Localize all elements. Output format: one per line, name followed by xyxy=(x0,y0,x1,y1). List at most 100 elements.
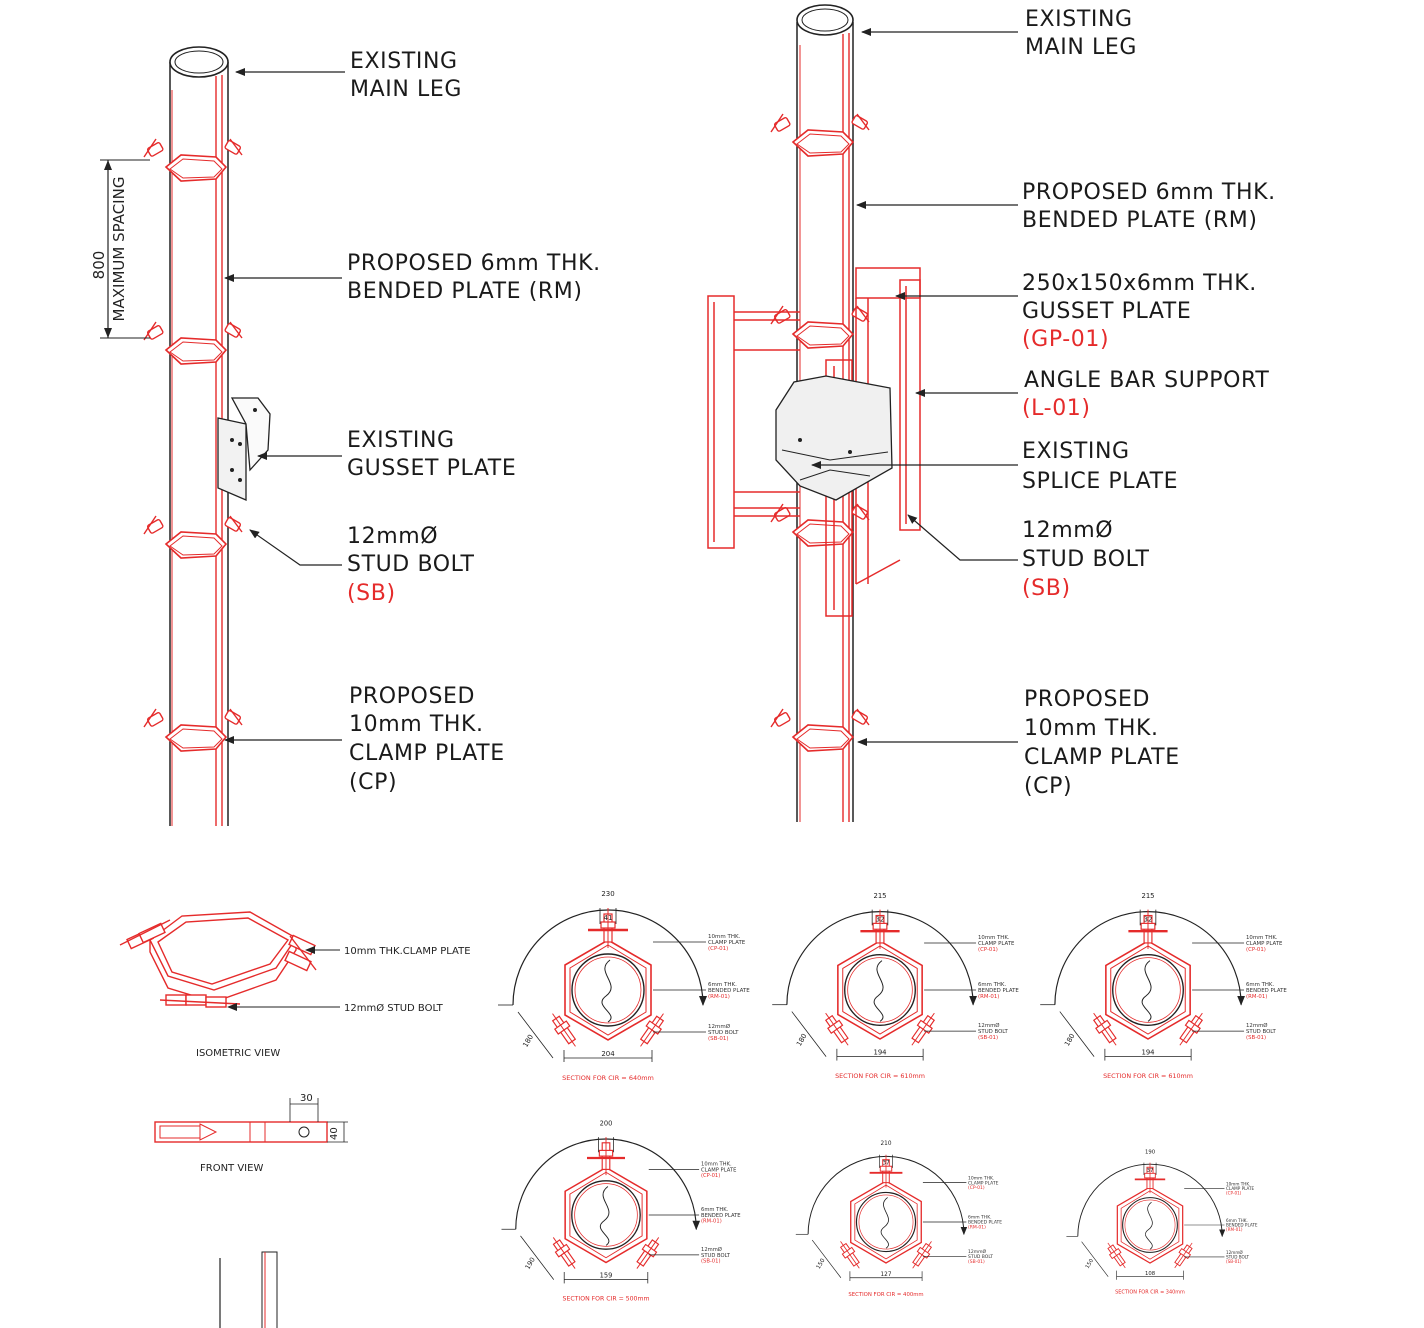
section-callout-text: 6mm THK. xyxy=(1226,1218,1248,1223)
section-callout-text: 12mmØ xyxy=(1226,1250,1243,1255)
section-callout-text: BENDED PLATE xyxy=(978,988,1019,994)
section-callout-text: 10mm THK. xyxy=(1246,935,1278,941)
left-gusset-label-1: EXISTING xyxy=(347,428,455,453)
left-stud-label-2: STUD BOLT xyxy=(347,552,475,577)
section-callout-text: (RM-01) xyxy=(968,1225,986,1231)
left-stud-code: (SB) xyxy=(347,581,396,606)
section-callout-text: 12mmØ xyxy=(701,1246,722,1253)
section-side-dim: 150 xyxy=(1085,1258,1096,1270)
section-callout-text: BENDED PLATE xyxy=(1246,988,1287,994)
section-caption: SECTION FOR CIR = 610mm xyxy=(1103,1072,1193,1080)
section-bottom-dim: 127 xyxy=(881,1272,892,1278)
section-callout-text: 6mm THK. xyxy=(978,982,1006,988)
section-bottom-dim: 108 xyxy=(1145,1271,1156,1277)
right-bended-plate-label-2: BENDED PLATE (RM) xyxy=(1022,208,1258,233)
section-callout-text: (SB-01) xyxy=(978,1035,998,1041)
section-callout-text: CLAMP PLATE xyxy=(968,1180,999,1186)
section-top-dim: 230 xyxy=(601,890,614,898)
section-callout-text: STUD BOLT xyxy=(701,1253,731,1259)
right-splice-plate xyxy=(775,375,893,501)
left-bended-plate-label-2: BENDED PLATE (RM) xyxy=(347,279,583,304)
section-callout-text: (CP-01) xyxy=(701,1173,720,1179)
section-callout-text: (CP-01) xyxy=(978,947,998,953)
section-callout-text: (SB-01) xyxy=(701,1259,721,1265)
section-caption: SECTION FOR CIR = 340mm xyxy=(1115,1289,1185,1295)
left-clamp-label-3: CLAMP PLATE xyxy=(349,741,505,766)
right-splice-label-1: EXISTING xyxy=(1022,439,1130,464)
right-angle-frame-left xyxy=(707,295,800,549)
left-stud-label-1: 12mmØ xyxy=(347,524,438,549)
section-top-dim: 210 xyxy=(881,1141,892,1147)
section-callout-text: BENDED PLATE xyxy=(708,988,750,994)
left-gusset-plate xyxy=(217,417,247,501)
section-side-dim: 150 xyxy=(816,1258,827,1271)
section-callout-text: (CP-01) xyxy=(708,946,728,952)
partial-elevation xyxy=(219,1251,278,1328)
section-top-dim: 215 xyxy=(1141,892,1154,900)
right-clamp-label-4: (CP) xyxy=(1024,774,1072,799)
left-gusset-label-2: GUSSET PLATE xyxy=(347,456,516,481)
right-stud-label-2: STUD BOLT xyxy=(1022,547,1150,572)
section-callout-text: (SB-01) xyxy=(968,1259,985,1265)
front-view: 30 40 FRONT VIEW xyxy=(154,1093,348,1174)
left-clamp-label-2: 10mm THK. xyxy=(349,712,484,737)
section-caption: SECTION FOR CIR = 610mm xyxy=(835,1072,925,1080)
spacing-label: MAXIMUM SPACING xyxy=(110,177,128,322)
right-stud-label-1: 12mmØ xyxy=(1022,518,1113,543)
right-clamp-label-1: PROPOSED xyxy=(1024,687,1150,712)
section-callout-text: STUD BOLT xyxy=(978,1029,1009,1035)
section-callout-text: (RM-01) xyxy=(1226,1227,1243,1232)
section-callout-text: (SB-01) xyxy=(1246,1035,1266,1041)
section-callout-text: (RM-01) xyxy=(978,994,999,1000)
section-callout-text: BENDED PLATE xyxy=(1226,1223,1258,1228)
section-center-dim: 37 xyxy=(1147,1168,1154,1174)
right-gusset-label-2: GUSSET PLATE xyxy=(1022,299,1191,324)
section-callout-text: CLAMP PLATE xyxy=(1226,1186,1255,1191)
section-callout-text: 10mm THK. xyxy=(968,1175,994,1181)
section-callout-text: (RM-01) xyxy=(708,994,730,1000)
section-callout-text: 6mm THK. xyxy=(708,982,737,988)
left-clamp-label-1: PROPOSED xyxy=(349,684,475,709)
section-bottom-dim: 159 xyxy=(600,1272,613,1280)
right-clamp-label-2: 10mm THK. xyxy=(1024,716,1159,741)
section-callout-text: 10mm THK. xyxy=(978,935,1010,941)
front-dim-width: 30 xyxy=(300,1093,313,1104)
right-gusset-label-1: 250x150x6mm THK. xyxy=(1022,271,1257,296)
section-center-dim: 32 xyxy=(1144,915,1153,923)
section-top-dim: 215 xyxy=(873,892,886,900)
section-side-dim: 180 xyxy=(521,1033,535,1049)
right-gusset-code: (GP-01) xyxy=(1022,327,1109,352)
section-callout-text: (CP-01) xyxy=(968,1185,985,1191)
iso-caption: ISOMETRIC VIEW xyxy=(196,1048,280,1059)
left-elevation: 800 MAXIMUM SPACING EXISTING MAIN LEG PR… xyxy=(90,46,601,826)
section-callout-text: 12mmØ xyxy=(968,1248,986,1255)
front-caption: FRONT VIEW xyxy=(200,1163,263,1174)
left-bended-plate-label-1: PROPOSED 6mm THK. xyxy=(347,251,601,276)
isometric-view: 10mm THK.CLAMP PLATE 12mmØ STUD BOLT ISO… xyxy=(119,911,471,1059)
section-callout-text: 12mmØ xyxy=(708,1023,731,1030)
section-callout-text: 10mm THK. xyxy=(1226,1181,1250,1186)
section-callout-text: 10mm THK. xyxy=(708,934,741,940)
right-stud-code: (SB) xyxy=(1022,576,1071,601)
section-center-dim: 41 xyxy=(604,914,613,922)
section-callout-text: BENDED PLATE xyxy=(701,1213,741,1219)
iso-clamp-label: 10mm THK.CLAMP PLATE xyxy=(344,946,471,957)
front-dim-height: 40 xyxy=(329,1127,340,1140)
left-spacing-dimension: 800 MAXIMUM SPACING xyxy=(90,159,150,339)
spacing-value: 800 xyxy=(90,251,108,280)
section-callout-text: 10mm THK. xyxy=(701,1162,732,1168)
right-angle-code: (L-01) xyxy=(1022,396,1091,421)
right-main-leg-label-1: EXISTING xyxy=(1025,7,1133,32)
section-bottom-dim: 204 xyxy=(601,1050,615,1058)
section-caption: SECTION FOR CIR = 400mm xyxy=(848,1292,923,1298)
right-clamp-3 xyxy=(770,503,870,547)
section-callout-text: CLAMP PLATE xyxy=(708,940,746,946)
right-elevation: EXISTING MAIN LEG PROPOSED 6mm THK. BEND… xyxy=(707,4,1275,822)
section-callout-text: CLAMP PLATE xyxy=(978,941,1015,947)
section-callout-text: 6mm THK. xyxy=(968,1215,992,1221)
